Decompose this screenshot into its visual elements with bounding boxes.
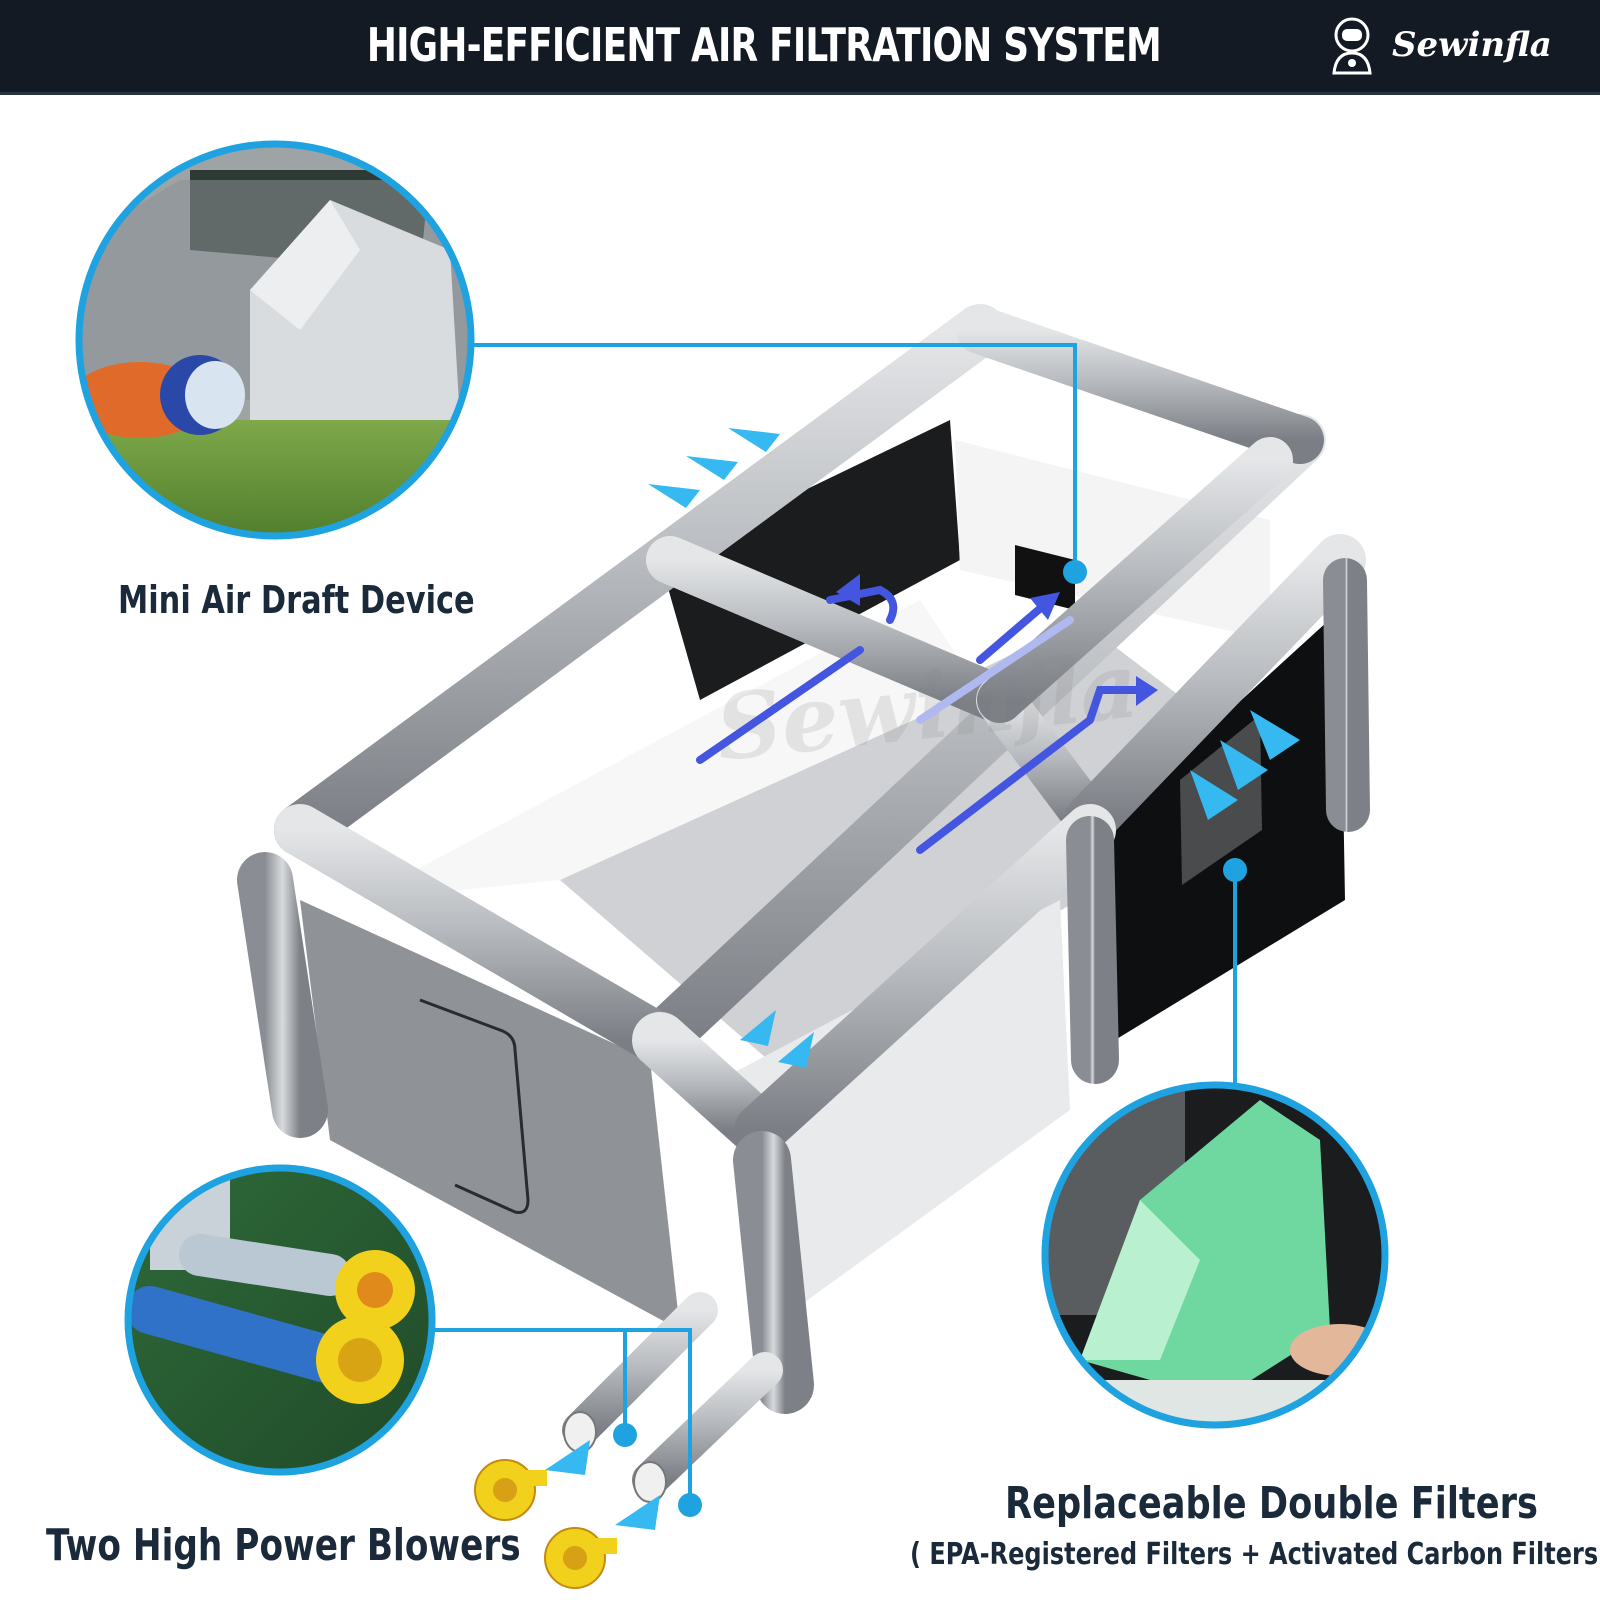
header-banner: HIGH-EFFICIENT AIR FILTRATION SYSTEM Sew…: [0, 0, 1600, 95]
blowers-label: Two High Power Blowers: [46, 1520, 521, 1571]
callout-lines: [430, 343, 1237, 1505]
inner-airflow-arrows: [696, 585, 1144, 854]
brand-name: Sewinfla: [1392, 25, 1552, 65]
brand-logo: Sewinfla: [1322, 10, 1572, 80]
draft-device-label: Mini Air Draft Device: [118, 578, 475, 622]
blowers-photo: [124, 1164, 436, 1476]
page-title: HIGH-EFFICIENT AIR FILTRATION SYSTEM: [366, 18, 1162, 72]
blower-icon: [474, 1459, 617, 1589]
airflow-arrow-icon: [545, 428, 1300, 1530]
inner-arrowheads: [836, 574, 1158, 706]
astronaut-logo-icon: [1332, 17, 1372, 75]
draft-device-photo: [75, 140, 475, 540]
filters-photo: [1041, 1081, 1389, 1429]
filters-subtitle-label: ( EPA-Registered Filters + Activated Car…: [910, 1537, 1600, 1572]
filters-title-label: Replaceable Double Filters: [1005, 1478, 1538, 1529]
callout-dots: [613, 560, 1247, 1517]
paint-booth-tent: [237, 304, 1370, 1503]
